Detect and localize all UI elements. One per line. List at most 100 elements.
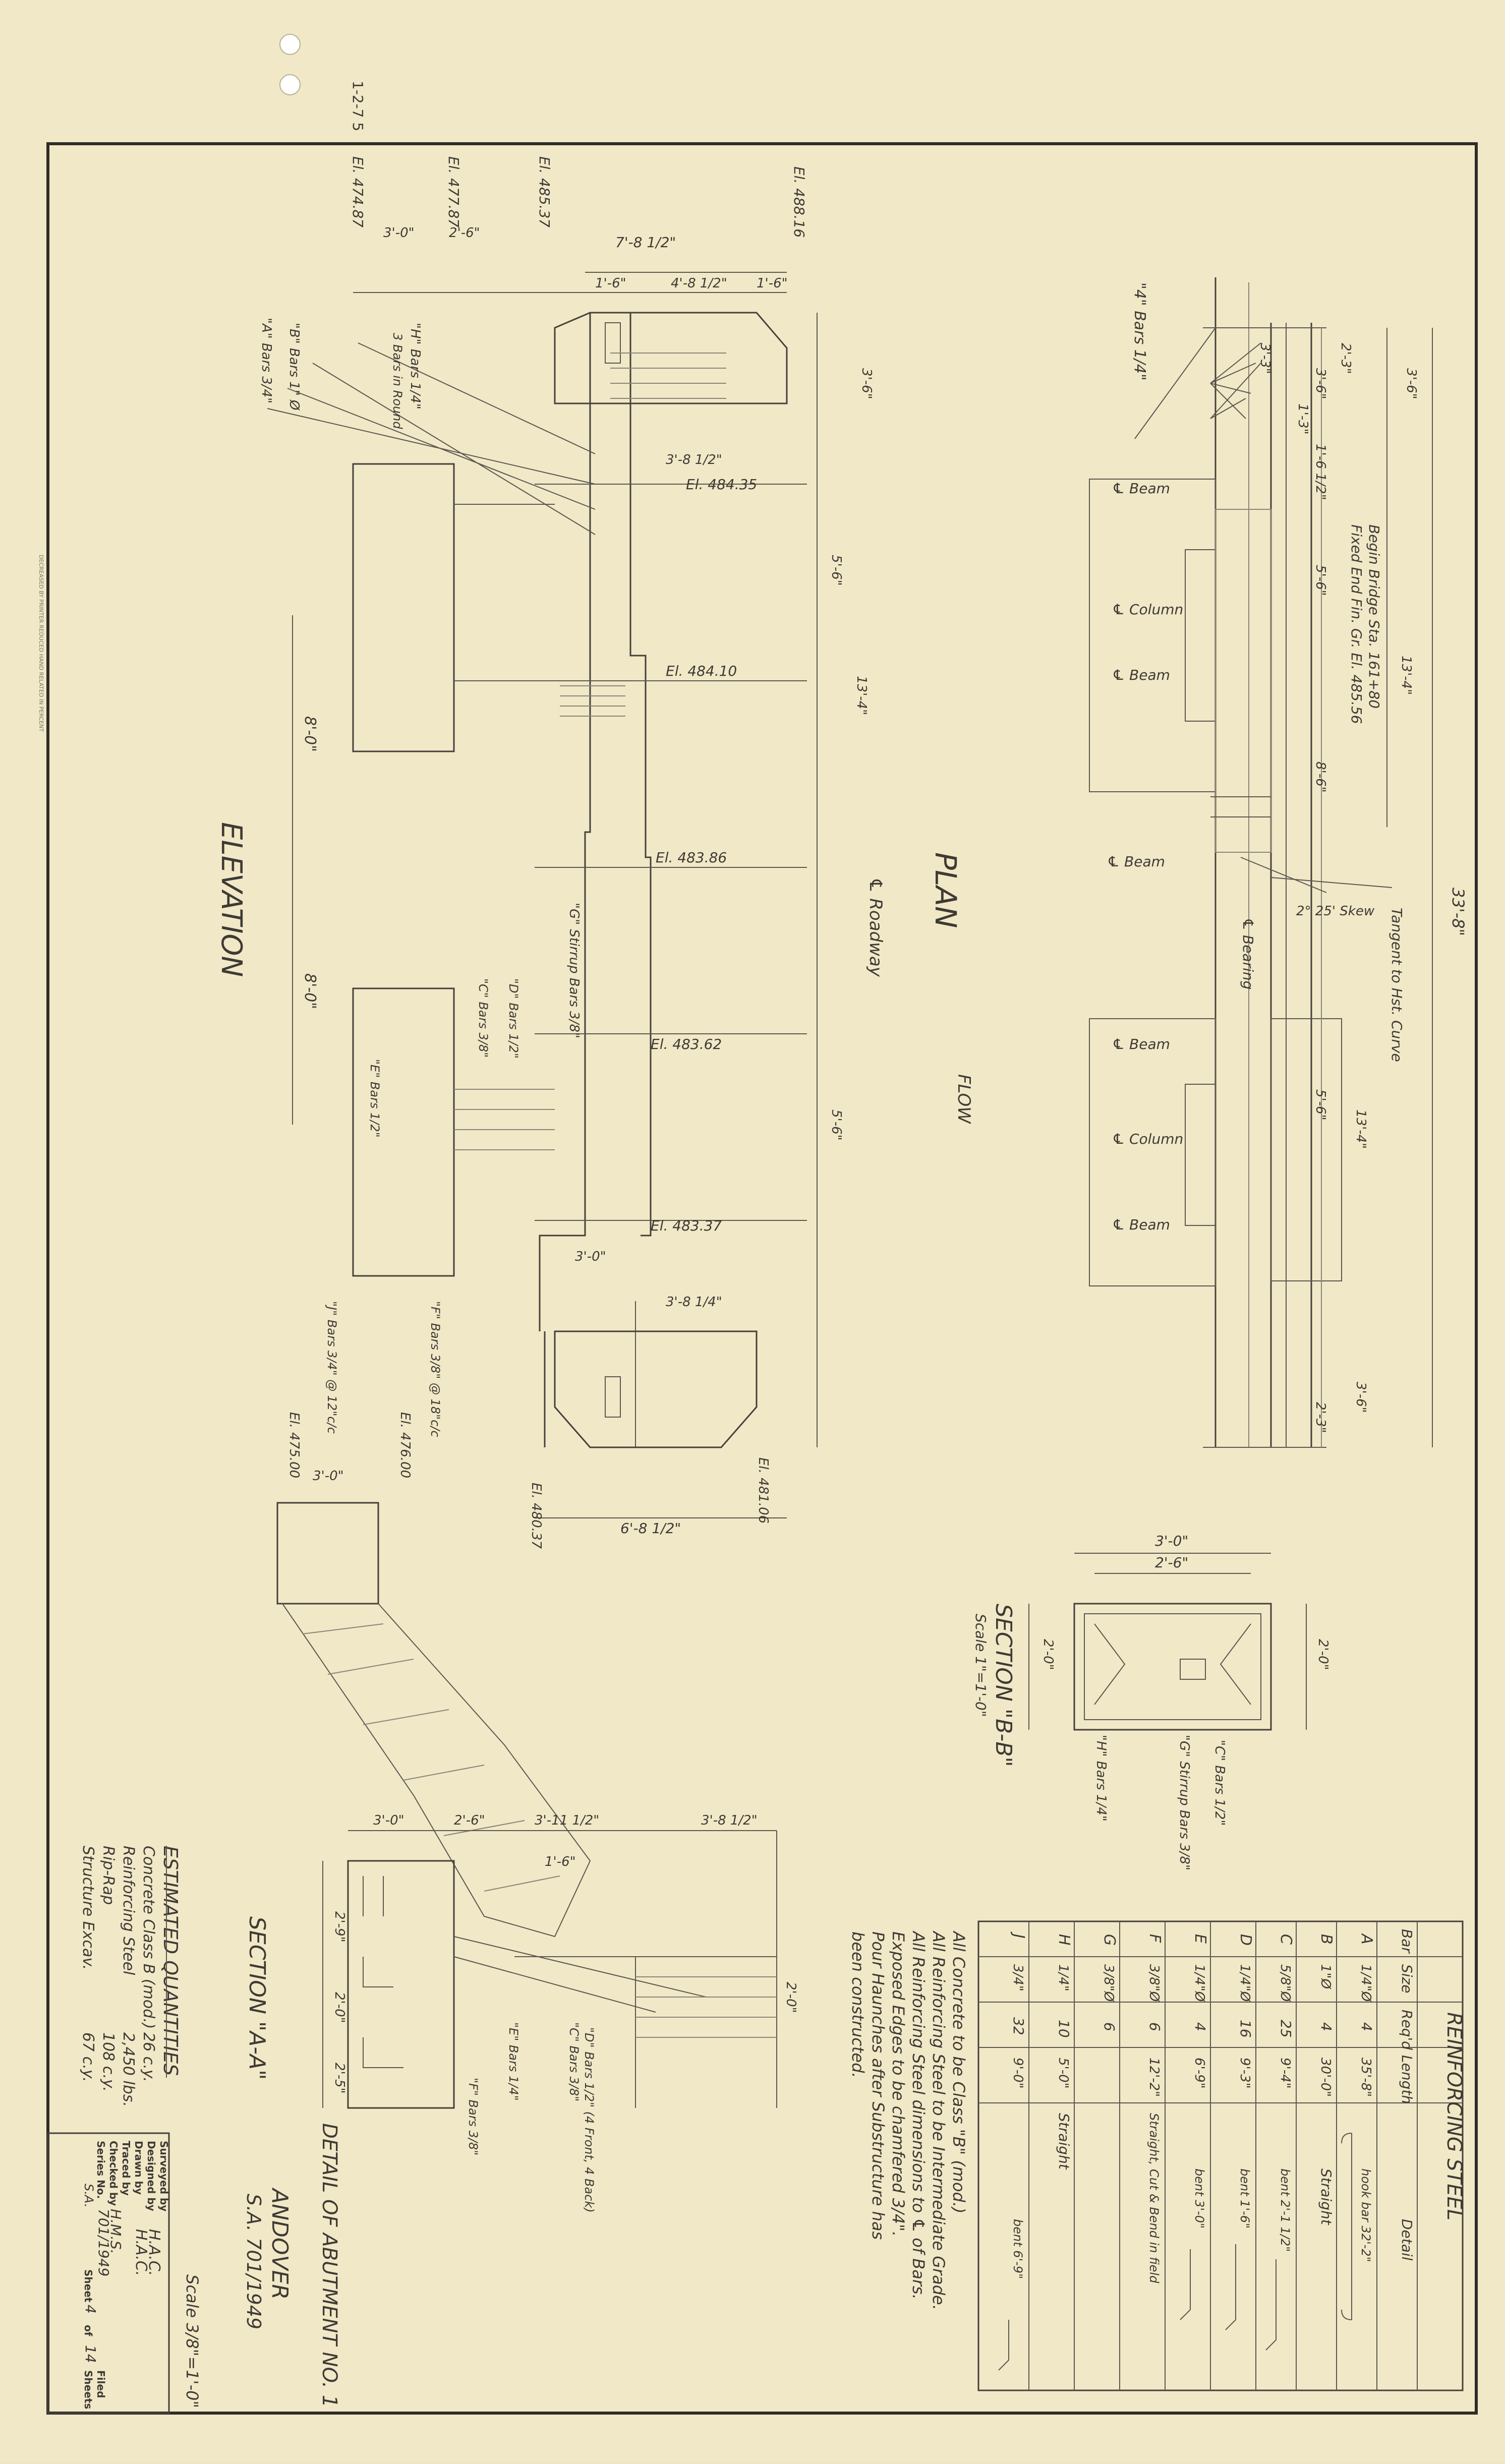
rs-row-g-req: 6 bbox=[1101, 2022, 1118, 2031]
section-aa-label-f: "F" Bars 3/8" bbox=[466, 2078, 480, 2155]
plan-column-2: ℄ Column bbox=[1112, 1131, 1183, 1147]
el-484-10: El. 484.10 bbox=[666, 663, 737, 679]
plan-beam-4: ℄ Beam bbox=[1112, 1036, 1170, 1052]
abutment-scale: Scale 3/8"=1'-0" bbox=[183, 2274, 202, 2408]
tb-designed-label: Designed by bbox=[145, 2141, 157, 2211]
plan-dim-8: 5'-6" bbox=[1313, 565, 1328, 596]
elev-dim-16: 3'-0" bbox=[575, 1249, 606, 1264]
elev-label-d: "D" Bars 1/2" bbox=[506, 978, 520, 1059]
elev-dim-6: 1'-6" bbox=[757, 276, 788, 291]
rs-row-c-req: 25 bbox=[1278, 2020, 1294, 2038]
el-484-35: El. 484.35 bbox=[686, 476, 757, 493]
section-bb-label-g: "G" Stirrup Bars 3/8" bbox=[1177, 1735, 1192, 1870]
section-aa-dim-9: 2'-0" bbox=[783, 1982, 798, 2013]
plan-bearing: ℄ Bearing bbox=[1240, 918, 1256, 989]
rs-row-c-detail: bent 2'-1 1/2" bbox=[1278, 2168, 1292, 2252]
tb-sheet-no: 4 bbox=[82, 2305, 99, 2314]
rs-row-a-length: 35'-8" bbox=[1358, 2058, 1373, 2097]
el-483-86: El. 483.86 bbox=[656, 849, 727, 866]
rs-row-a-bar: A bbox=[1358, 1933, 1375, 1945]
plan-dim-9: 13'-4" bbox=[1399, 656, 1414, 695]
rs-row-g-bar: G bbox=[1101, 1934, 1118, 1946]
elev-dim-7: 3'-6" bbox=[859, 368, 874, 399]
plan-dim-11: 5'-6" bbox=[1313, 1089, 1328, 1121]
elev-dim-1: 7'-8 1/2" bbox=[615, 234, 676, 251]
rs-header-size: Size bbox=[1399, 1964, 1415, 1993]
rs-row-f-size: 3/8"Ø bbox=[1146, 1964, 1162, 2003]
elev-label-f: "F" Bars 3/8" @ 18"c/c bbox=[428, 1301, 442, 1437]
section-bb-dim-4: 2'-0" bbox=[1315, 1639, 1330, 1670]
elev-label-j: "J" Bars 3/4" @ 12"c/c bbox=[325, 1301, 339, 1434]
section-bb-dim-1: 3'-0" bbox=[1155, 1533, 1188, 1549]
plan-beam-1: ℄ Beam bbox=[1112, 480, 1170, 497]
plan-dim-1: 3'-6" bbox=[1313, 368, 1328, 399]
rs-header-detail: Detail bbox=[1399, 2219, 1415, 2261]
note-6: been constructed. bbox=[848, 1931, 867, 2078]
qty-1-name: Concrete Class B (mod.) bbox=[140, 1846, 157, 2029]
rs-row-b-length: 30'-0" bbox=[1318, 2058, 1333, 2097]
note-1: All Concrete to be Class "B" (mod.) bbox=[949, 1930, 968, 2213]
rs-header-req: Req'd bbox=[1399, 2010, 1415, 2050]
rs-row-e-length: 6'-9" bbox=[1192, 2058, 1207, 2089]
elev-dim-8: 3'-8 1/2" bbox=[666, 452, 722, 467]
rs-row-e-bar: E bbox=[1191, 1934, 1209, 1944]
plan-view: PLAN FLOW ℄ Roadway Begin Bridge Sta. 16… bbox=[865, 277, 1468, 1448]
elev-label-h: "H" Bars 1/4" bbox=[408, 323, 423, 409]
plan-flow: FLOW bbox=[954, 1074, 974, 1124]
tb-checked-label: Checked by bbox=[107, 2141, 120, 2206]
elev-label-g: "G" Stirrup Bars 3/8" bbox=[566, 903, 582, 1038]
rs-header-bar: Bar bbox=[1399, 1929, 1415, 1954]
note-2: All Reinforcing Steel to be Intermediate… bbox=[929, 1930, 948, 2310]
plan-roadway: ℄ Roadway bbox=[865, 877, 886, 977]
general-notes: All Concrete to be Class "B" (mod.) All … bbox=[848, 1930, 968, 2310]
el-480-37: El. 480.37 bbox=[529, 1483, 544, 1549]
section-aa-dim-2: 2'-6" bbox=[454, 1813, 485, 1828]
plan-dim-7: 1'-6 1/2" bbox=[1313, 444, 1328, 500]
rs-row-e-size: 1/4"Ø bbox=[1192, 1964, 1207, 2003]
rs-row-b-bar: B bbox=[1317, 1934, 1335, 1945]
rs-header-length: Length bbox=[1399, 2055, 1415, 2104]
punch-holes bbox=[279, 34, 301, 95]
elev-label-a: "A" Bars 3/4" bbox=[259, 318, 274, 403]
rs-row-h-size: 1/4" bbox=[1056, 1964, 1071, 1991]
elev-dim-17: 3'-0" bbox=[313, 1469, 344, 1484]
rs-row-j-length: 9'-0" bbox=[1010, 2058, 1025, 2089]
plan-dim-10: 8'-6" bbox=[1313, 761, 1328, 793]
qty-4-value: 67 c.y. bbox=[79, 2032, 97, 2082]
elev-dim-12: 13'-4" bbox=[854, 676, 869, 715]
plan-dim-2: 3'-6" bbox=[1404, 368, 1419, 399]
tb-series-label: Series No. bbox=[95, 2141, 107, 2199]
rs-row-c-size: 5/8"Ø bbox=[1278, 1964, 1293, 2003]
section-aa-dim-7: 2'-0" bbox=[332, 1992, 347, 2023]
section-bb-label-h: "H" Bars 1/4" bbox=[1093, 1735, 1109, 1822]
el-474-87: El. 474.87 bbox=[350, 156, 366, 227]
rs-row-f-length: 12'-2" bbox=[1146, 2058, 1162, 2097]
tb-drawn-label: Drawn by bbox=[133, 2141, 145, 2195]
plan-tangent: Tangent to Hst. Curve bbox=[1388, 908, 1405, 1062]
plan-dim-12: 13'-4" bbox=[1353, 1109, 1368, 1149]
plan-column-1: ℄ Column bbox=[1112, 601, 1183, 618]
title-block: Surveyed by Designed by H.A.C. Drawn by … bbox=[47, 2132, 170, 2414]
abutment-title: DETAIL OF ABUTMENT NO. 1 bbox=[318, 2123, 341, 2408]
qty-4-name: Structure Excav. bbox=[79, 1846, 97, 1970]
qty-3-name: Rip-Rap bbox=[99, 1846, 117, 1905]
rs-row-g-size: 3/8"Ø bbox=[1101, 1964, 1116, 2003]
qty-1-value: 26 c.y. bbox=[140, 2032, 157, 2082]
section-aa-dim-5: 1'-6" bbox=[545, 1854, 576, 1869]
elev-dim-10: 8'-0" bbox=[301, 973, 319, 1009]
rs-row-j-bar: J bbox=[1010, 1931, 1027, 1939]
plan-beam-5: ℄ Beam bbox=[1112, 1216, 1170, 1233]
elev-label-b: "B" Bars 1" Ø bbox=[286, 323, 302, 411]
estimated-quantities: ESTIMATED QUANTITIES Concrete Class B (m… bbox=[79, 1846, 182, 2107]
plan-dim-4: 33'-8" bbox=[1449, 888, 1468, 936]
tb-sheets: Sheets bbox=[82, 2370, 94, 2409]
elev-dim-3: 2'-6" bbox=[449, 225, 480, 241]
elevation-title: ELEVATION bbox=[215, 822, 248, 977]
elev-dim-13: 5'-6" bbox=[829, 1109, 844, 1141]
el-483-37: El. 483.37 bbox=[651, 1217, 722, 1234]
tb-series-value: 701/1949 bbox=[95, 2209, 112, 2276]
rs-row-e-detail: bent 3'-0" bbox=[1192, 2168, 1206, 2228]
elev-dim-11: 5'-6" bbox=[829, 555, 844, 586]
